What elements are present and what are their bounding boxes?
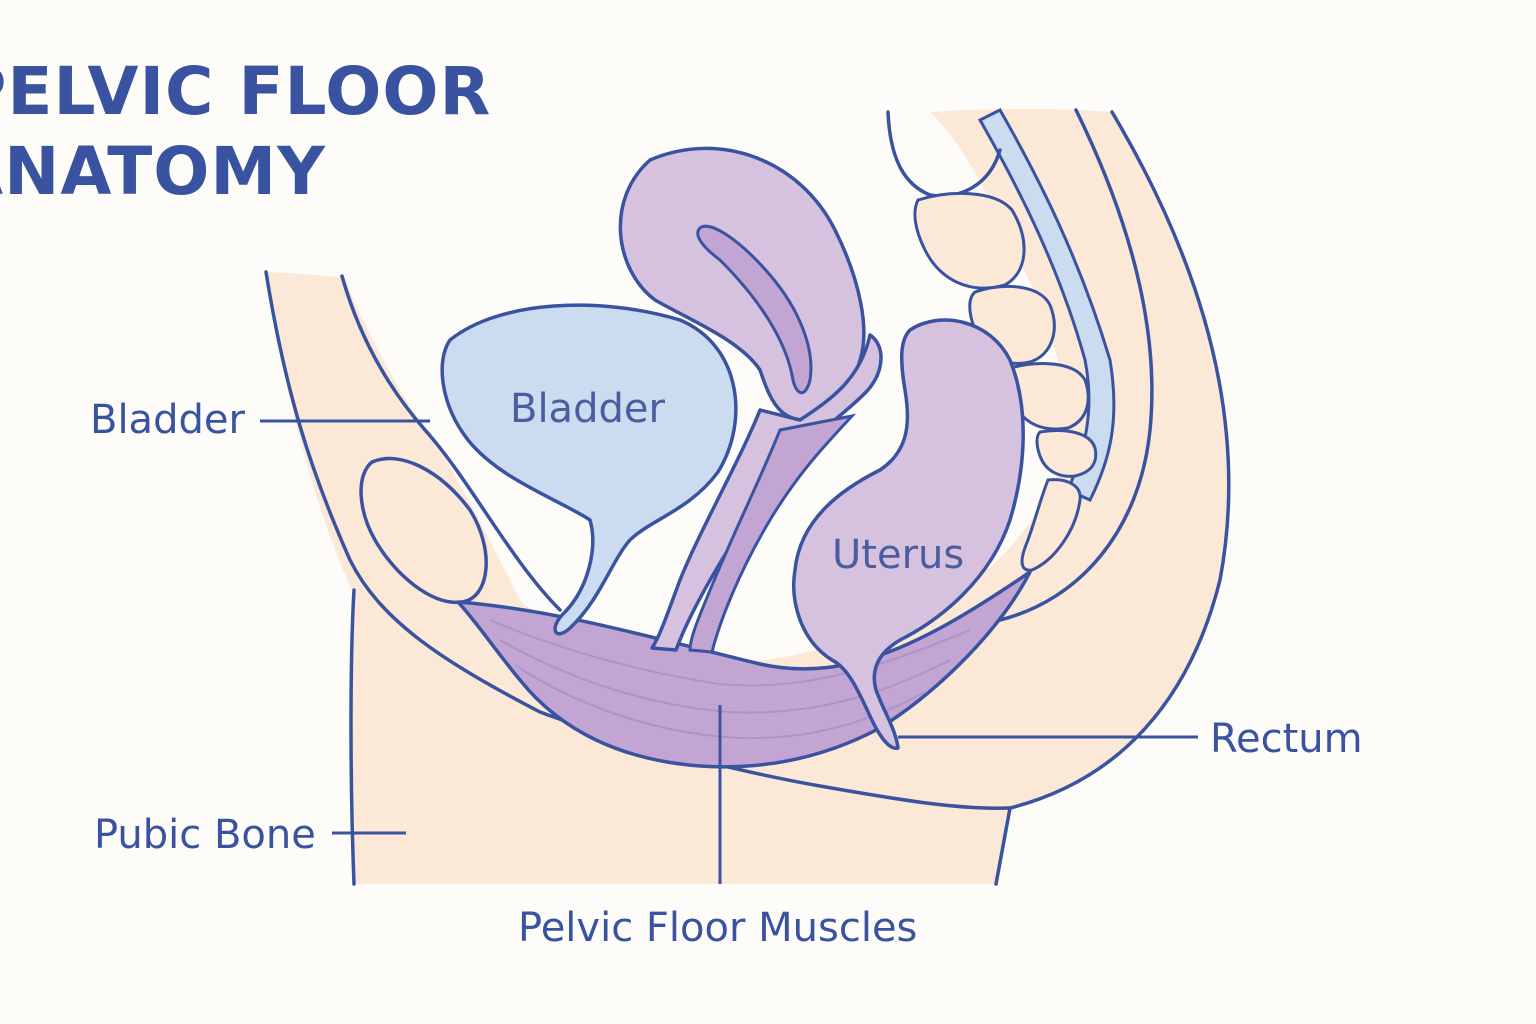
title-line-2: ANATOMY [0, 133, 326, 210]
vaginal-canal-inner [688, 413, 857, 654]
vertebra-1 [913, 192, 1026, 290]
label-uterus: Uterus [832, 532, 964, 578]
label-pelvic-floor-muscles: Pelvic Floor Muscles [518, 905, 917, 951]
bladder-shape [440, 303, 738, 636]
rectum-shape [792, 318, 1025, 750]
body-outline-left [264, 270, 1012, 810]
vertebra-4 [1035, 429, 1098, 478]
muscle-fiber-3 [514, 664, 926, 740]
body-silhouette [266, 109, 1229, 884]
back-outline [994, 110, 1231, 886]
muscle-fiber-2 [499, 639, 951, 714]
thigh-outline [349, 588, 356, 886]
label-pubic-bone: Pubic Bone [94, 812, 316, 858]
back-inner-outline [998, 108, 1154, 622]
spine-upper [886, 110, 1002, 198]
label-bladder-inside: Bladder [510, 386, 665, 432]
title-line-1: PELVIC FLOOR [0, 53, 492, 130]
body-outline-front [340, 274, 562, 612]
diagram-title: PELVIC FLOOR ANATOMY [0, 52, 491, 212]
muscle-fiber-1 [489, 619, 971, 687]
uterus-cavity [696, 224, 813, 394]
coccyx [1020, 478, 1082, 572]
label-rectum: Rectum [1210, 716, 1363, 762]
label-bladder: Bladder [90, 397, 245, 443]
